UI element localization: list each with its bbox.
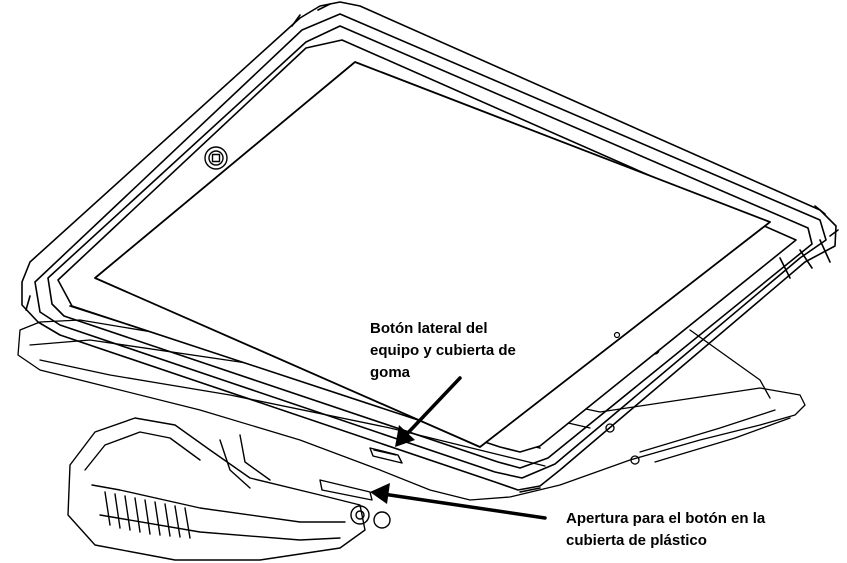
camera-dot bbox=[613, 331, 621, 339]
handle bbox=[67, 417, 391, 561]
callout-arrow-1 bbox=[395, 376, 462, 447]
tablet-screen bbox=[57, 39, 797, 453]
callout-button-opening: Apertura para el botón en la cubierta de… bbox=[566, 510, 766, 549]
callout-arrow-2 bbox=[370, 483, 547, 520]
home-button-icon bbox=[204, 146, 228, 170]
callout-side-button: Botón lateral del equipo y cubierta de g… bbox=[370, 320, 516, 381]
side-button bbox=[369, 447, 403, 464]
